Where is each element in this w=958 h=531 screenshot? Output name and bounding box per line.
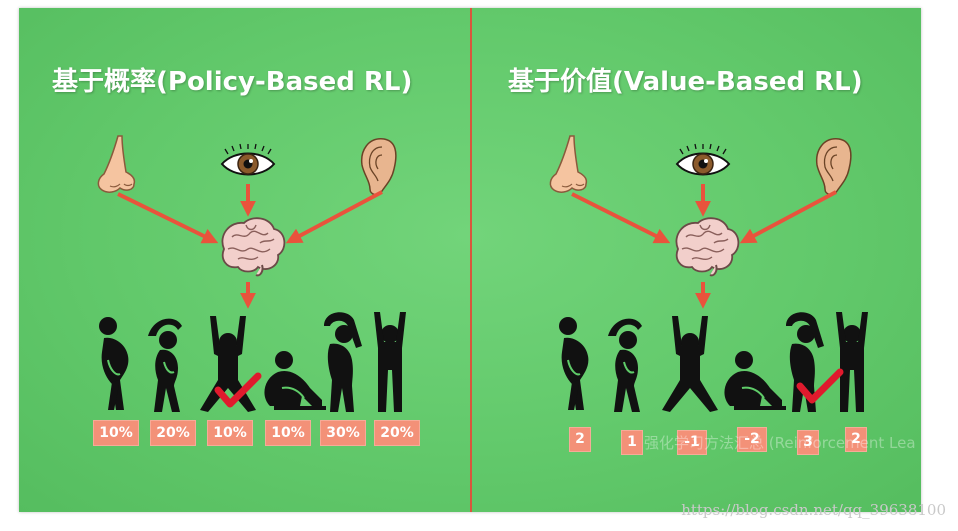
nose-icon <box>549 135 588 193</box>
arrow-ear-to-brain <box>739 190 837 244</box>
action-probability-badge: 10% <box>265 420 311 446</box>
action-figure <box>558 316 590 411</box>
action-value-badge: -1 <box>677 430 707 455</box>
action-figure <box>607 317 643 413</box>
action-value-badge: -2 <box>737 427 767 452</box>
right-panel-title: 基于价值(Value-Based RL) <box>508 67 863 97</box>
ear-icon <box>815 138 852 196</box>
action-probability-badge: 20% <box>374 420 420 446</box>
action-figure <box>836 312 868 412</box>
arrow-nose-to-brain <box>117 192 219 244</box>
arrow-ear-to-brain <box>285 190 383 244</box>
action-value-badge: 3 <box>797 430 819 455</box>
action-figure <box>662 316 718 412</box>
eye-icon <box>676 143 730 176</box>
action-value-badge: 2 <box>845 427 867 452</box>
arrow-nose-to-brain <box>571 192 671 244</box>
right-arrows <box>571 184 837 309</box>
action-figure <box>324 312 362 412</box>
nose-icon <box>97 135 136 193</box>
brain-icon <box>675 217 740 277</box>
action-probability-badge: 20% <box>150 420 196 446</box>
watermark: https://blog.csdn.net/qq_39638100 <box>681 501 946 519</box>
panel-divider <box>470 8 472 512</box>
action-figure <box>263 350 327 411</box>
brain-icon <box>221 217 286 277</box>
left-panel-title: 基于概率(Policy-Based RL) <box>52 67 413 97</box>
overlay-caption: 强化学习方法汇总 (Reinforcement Lea <box>644 434 916 452</box>
action-figure <box>723 350 787 411</box>
action-value-badge: 1 <box>621 430 643 455</box>
right-action-figures <box>558 312 868 413</box>
action-probability-badge: 10% <box>93 420 139 446</box>
eye-icon <box>221 143 275 176</box>
ear-icon <box>360 138 397 196</box>
action-figure <box>98 316 130 411</box>
action-probability-badge: 10% <box>207 420 253 446</box>
action-figure <box>147 317 183 413</box>
action-probability-badge: 30% <box>320 420 366 446</box>
left-action-figures <box>98 312 406 413</box>
action-figure <box>374 312 406 412</box>
action-value-badge: 2 <box>569 427 591 452</box>
left-arrows <box>117 184 383 309</box>
